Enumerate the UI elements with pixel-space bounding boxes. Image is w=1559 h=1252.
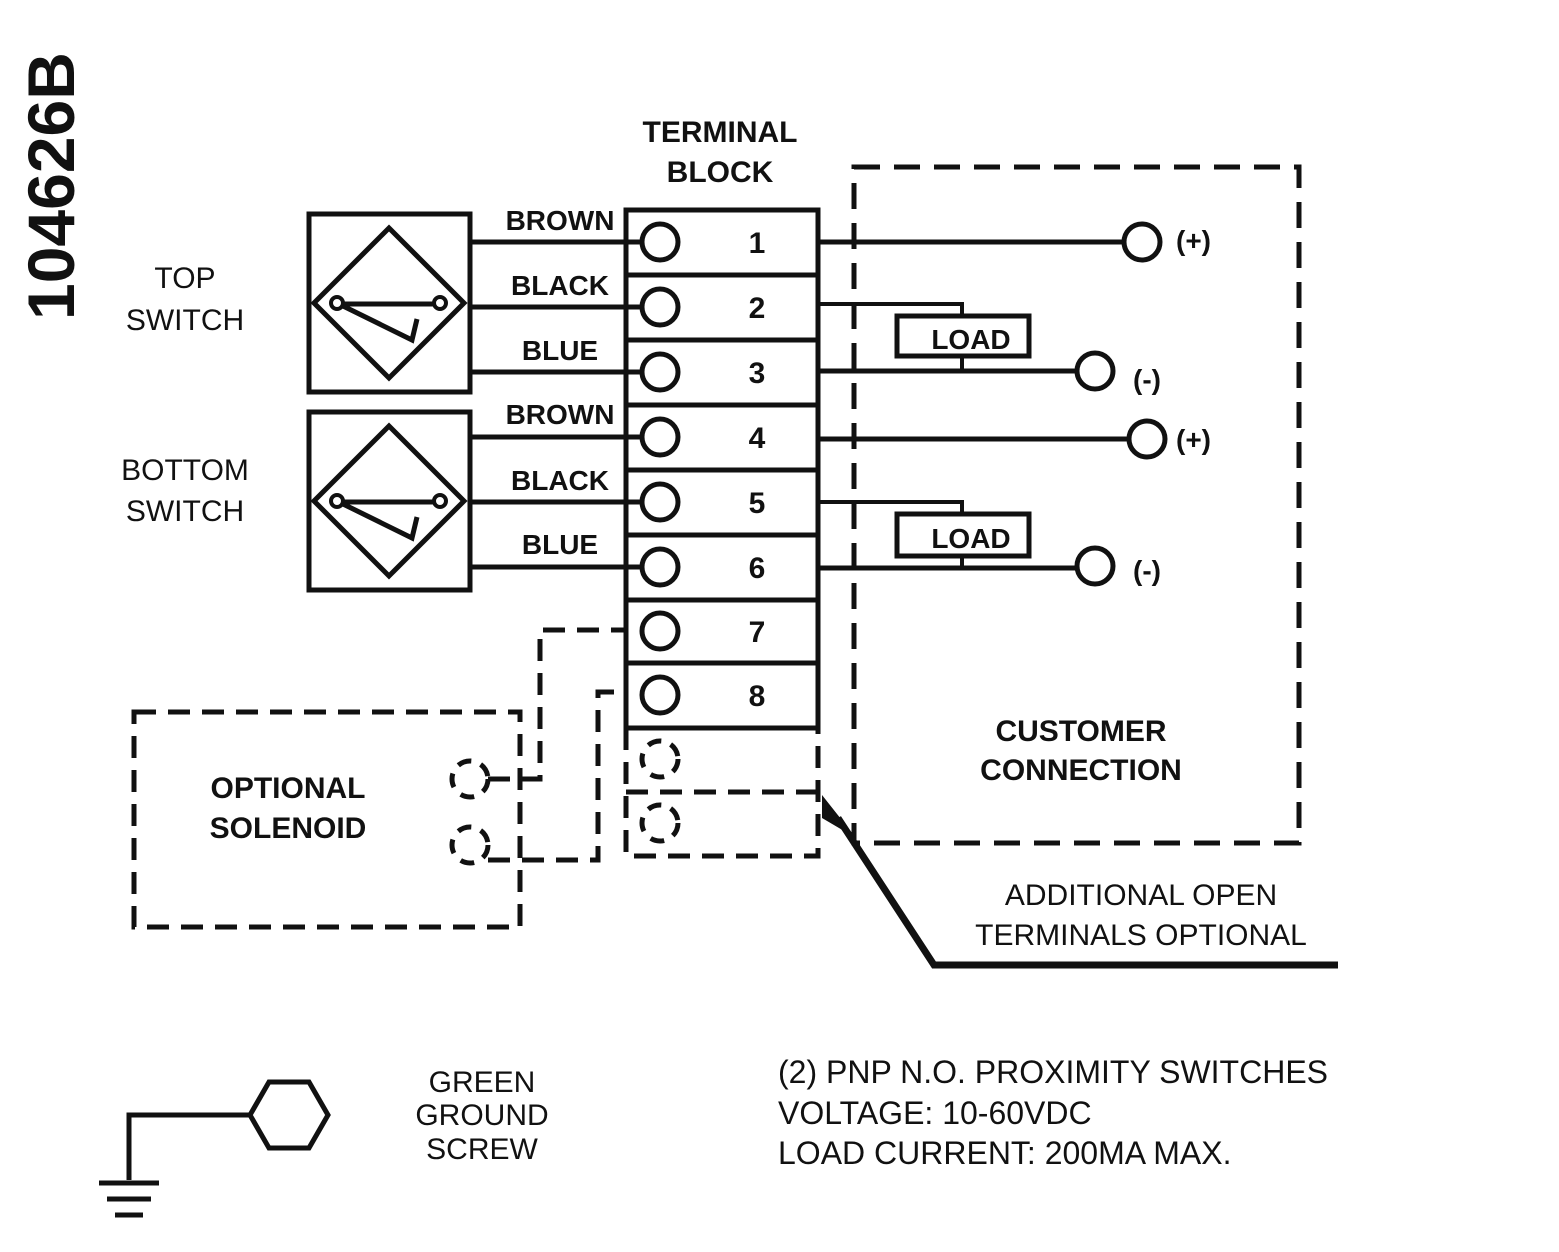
plus-label: (+) — [1176, 225, 1211, 256]
wire — [818, 302, 964, 316]
ground-screw-icon — [247, 1079, 331, 1151]
top-switch-label-line1: TOP — [154, 262, 215, 295]
optional-terminal-screw-icon — [639, 802, 681, 844]
terminal-number: 2 — [749, 292, 766, 325]
bottom-switch-label-line2: SWITCH — [126, 495, 244, 528]
ground-label-line3: SCREW — [426, 1133, 538, 1166]
load-label: LOAD — [931, 324, 1010, 355]
top-switch-label-line2: SWITCH — [126, 304, 244, 337]
solenoid-label-line2: SOLENOID — [210, 812, 367, 845]
additional-terminals-line2: TERMINALS OPTIONAL — [975, 919, 1307, 952]
minus-terminal-icon — [1074, 545, 1116, 587]
terminal-block-title-line1: TERMINAL — [643, 116, 798, 149]
terminal-screw-icon — [639, 416, 681, 458]
optional-solenoid-box — [131, 709, 523, 930]
solenoid-terminal-icon — [449, 824, 491, 866]
terminal-number: 8 — [749, 680, 766, 713]
bottom-switch-label-line1: BOTTOM — [121, 454, 249, 487]
terminal-number: 5 — [749, 487, 766, 520]
terminal-screw-icon — [639, 610, 681, 652]
customer-connection-label-line2: CONNECTION — [980, 754, 1182, 787]
wire-label-black: BLACK — [511, 465, 609, 496]
ground-label-line2: GROUND — [415, 1099, 548, 1132]
solenoid-label-line1: OPTIONAL — [211, 772, 366, 805]
terminal-block — [623, 207, 821, 859]
ground-icon — [99, 1079, 331, 1218]
wire-label-brown: BROWN — [506, 205, 615, 236]
drawing-number: 104626B — [14, 52, 88, 320]
terminal-screw-icon — [639, 546, 681, 588]
terminal-number: 3 — [749, 357, 766, 390]
terminal-block-title-line2: BLOCK — [667, 156, 774, 189]
minus-label: (-) — [1133, 555, 1161, 586]
terminal-screw-icon — [639, 286, 681, 328]
wire — [818, 500, 964, 514]
solenoid-terminal-icon — [449, 758, 491, 800]
bottom-switch — [306, 409, 473, 593]
spec-voltage: VOLTAGE: 10-60VDC — [778, 1095, 1092, 1131]
customer-connection-box — [851, 164, 1302, 846]
terminal-number: 7 — [749, 616, 766, 649]
callout-arrow — [822, 795, 1338, 969]
terminal-screw-icon — [639, 351, 681, 393]
solenoid-wire — [488, 627, 626, 782]
terminal-number: 4 — [749, 422, 766, 455]
proximity-switch-icon — [310, 224, 468, 382]
customer-connection-label-line1: CUSTOMER — [995, 715, 1166, 748]
terminal-number: 1 — [749, 227, 766, 260]
wire-label-blue: BLUE — [522, 529, 598, 560]
wire-label-blue: BLUE — [522, 335, 598, 366]
terminal-number: 6 — [749, 552, 766, 585]
optional-terminal-screw-icon — [639, 738, 681, 780]
proximity-switch-icon — [310, 422, 468, 580]
additional-terminals-line1: ADDITIONAL OPEN — [1005, 879, 1277, 912]
terminal-screw-icon — [639, 674, 681, 716]
plus-label: (+) — [1176, 424, 1211, 455]
minus-label: (-) — [1133, 364, 1161, 395]
top-switch — [306, 211, 473, 395]
plus-terminal-icon — [1126, 418, 1168, 460]
spec-switch-type: (2) PNP N.O. PROXIMITY SWITCHES — [778, 1054, 1328, 1090]
load-label: LOAD — [931, 523, 1010, 554]
wire-label-brown: BROWN — [506, 399, 615, 430]
plus-terminal-icon — [1121, 221, 1163, 263]
terminal-screw-icon — [639, 481, 681, 523]
terminal-screw-icon — [639, 221, 681, 263]
ground-label-line1: GREEN — [429, 1066, 536, 1099]
minus-terminal-icon — [1074, 350, 1116, 392]
solenoid-wire — [488, 689, 626, 863]
spec-load-current: LOAD CURRENT: 200MA MAX. — [778, 1135, 1231, 1171]
wire-label-black: BLACK — [511, 270, 609, 301]
